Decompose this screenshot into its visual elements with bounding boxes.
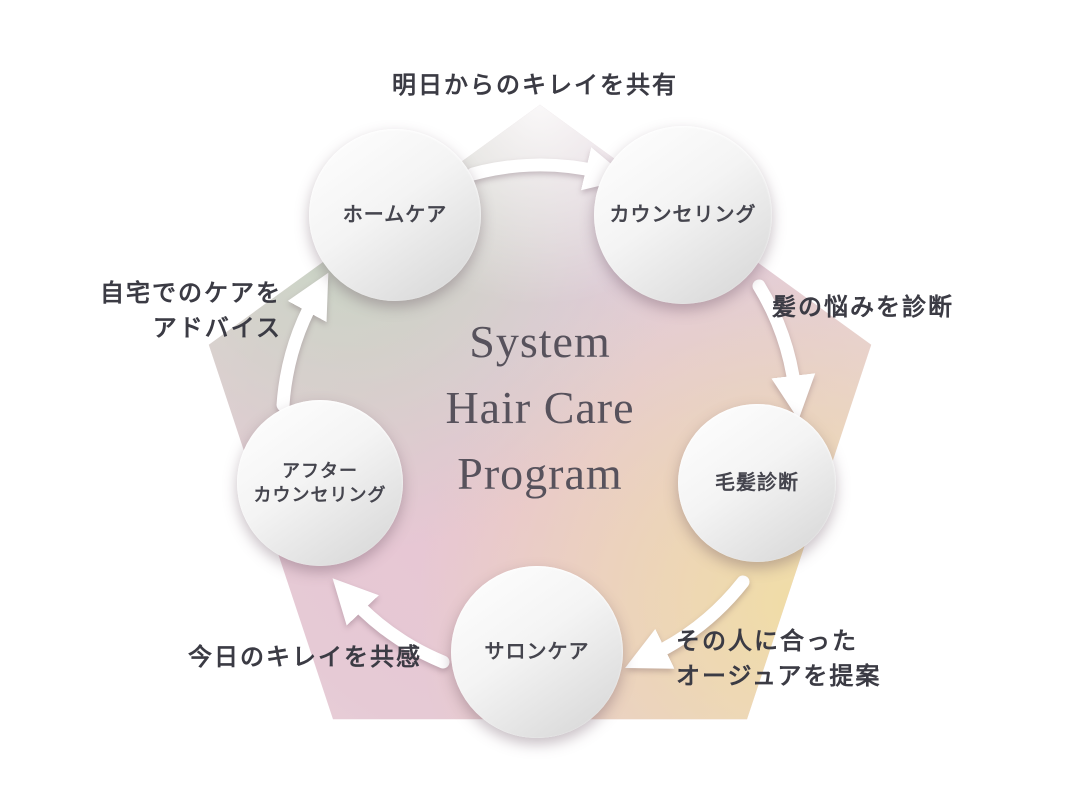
node-counseling-label: カウンセリング bbox=[609, 203, 757, 226]
title-line-2: Hair Care bbox=[445, 382, 635, 433]
node-hair-diagnosis-label: 毛髪診断 bbox=[715, 471, 799, 494]
arrow-diagnosis-to-saloncare bbox=[625, 575, 750, 669]
node-after-counseling: アフター カウンセリング bbox=[237, 400, 403, 566]
title-line-1: System bbox=[469, 316, 611, 367]
node-counseling: カウンセリング bbox=[594, 126, 772, 304]
caption-share-tomorrow: 明日からのキレイを共有 bbox=[392, 70, 678, 99]
node-hair-diagnosis: 毛髪診断 bbox=[678, 404, 836, 562]
diagram-title: System Hair Care Program bbox=[340, 309, 740, 507]
node-salon-care-label: サロンケア bbox=[484, 640, 590, 663]
node-home-care-label: ホームケア bbox=[342, 203, 448, 226]
caption-advise-home-care: 自宅でのケアを アドバイス bbox=[100, 278, 282, 342]
caption-sympathize-today: 今日のキレイを共感 bbox=[188, 642, 422, 671]
node-salon-care: サロンケア bbox=[451, 566, 623, 738]
arrow-counseling-to-diagnosis bbox=[752, 279, 816, 420]
node-after-counseling-label: アフター カウンセリング bbox=[253, 460, 387, 505]
caption-diagnose-concerns: 髪の悩みを診断 bbox=[772, 292, 954, 321]
arrow-after-to-homecare bbox=[276, 272, 329, 412]
title-line-3: Program bbox=[457, 448, 623, 499]
caption-propose-aujua: その人に合った オージュアを提案 bbox=[676, 626, 882, 690]
arrow-homecare-to-counseling bbox=[466, 147, 630, 191]
arrow-saloncare-to-after bbox=[332, 578, 450, 669]
node-home-care: ホームケア bbox=[309, 129, 481, 301]
